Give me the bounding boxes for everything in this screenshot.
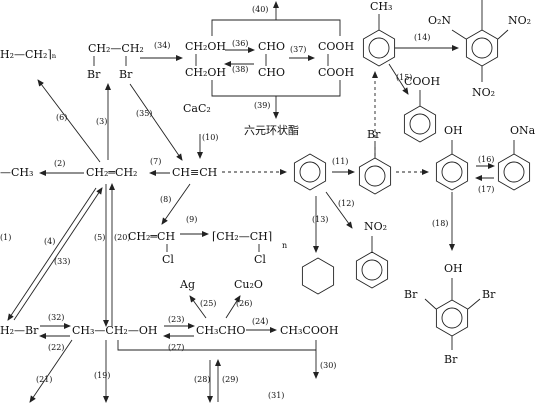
reaction-numbers: (1) (2) (3) (4) (5) (6) (7) (8) (9) (10)… [0,5,494,400]
rxn-36: (36) [232,39,248,48]
tribromophenol-br-left: Br [404,288,418,301]
rxn-3: (3) [96,117,107,126]
vinyl-chloride-cl: Cl [162,253,174,266]
rxn-4: (4) [44,237,55,246]
acetylene: CH≡CH [172,166,217,179]
vinyl-chloride: CH₂═CH [128,230,175,243]
rxn-16: (16) [478,155,494,164]
pvc-cl: Cl [254,253,266,266]
rxn-37: (37) [290,45,306,54]
rxn-9: (9) [186,215,197,224]
rxn-14: (14) [414,33,430,42]
rxn-21: (21) [36,375,52,384]
benzoic-acid-ring [403,105,437,143]
rxn-18: (18) [432,219,448,228]
tribromophenol-ring [435,299,469,337]
rxn-38: (38) [232,65,248,74]
rxn-28: (28) [194,375,210,384]
tbp-br-right-bond [467,298,481,310]
phenol-ring [435,153,469,191]
tnt-no2-bottom: NO₂ [472,86,495,99]
rxn-27: (27) [168,343,184,352]
phenoxide-ring [497,153,531,191]
tnt-ring [465,29,499,67]
ethylene-glycol-top: CH₂OH [185,40,226,53]
rxn-24: (24) [252,317,268,326]
oxalic-acid-bottom: COOH [318,66,354,79]
ethyl-bromide: H₂—Br [0,324,39,337]
rxn-5: (5) [94,233,105,242]
rxn-32: (32) [48,313,64,322]
rxn-34: (34) [154,41,170,50]
rxn-20: (20) [114,233,130,242]
tnt-no2-right-bond [497,29,509,40]
acetic-acid: CH₃COOH [280,324,338,337]
tnt-no2-left: O₂N [428,14,451,27]
rxn-2: (2) [54,159,65,168]
rxn-33: (33) [54,257,70,266]
rxn-40: (40) [252,5,268,14]
rxn-11: (11) [332,157,348,166]
pvc-n: n [282,241,287,250]
phenoxide-ona: ONa [510,124,536,137]
rxn-10: (10) [202,133,218,142]
rxn-22: (22) [48,343,64,352]
tribromophenol-br-right: Br [482,288,496,301]
benzene-ring [293,153,327,191]
bromobenzene-ring [358,157,392,195]
rxn-17: (17) [478,185,494,194]
six-membered-cyclic-ester: 六元环状酯 [244,123,299,137]
rxn-39: (39) [254,101,270,110]
rxn-6: (6) [56,113,67,122]
acetaldehyde: CH₃CHO [196,324,245,337]
bromobenzene-br: Br [367,128,381,141]
tribromophenol-oh: OH [444,262,463,275]
tribromophenol-br-bottom: Br [444,353,458,366]
nitrobenzene-ring [355,251,389,289]
rxn-23: (23) [168,315,184,324]
cyclohexane-ring [301,257,335,295]
calcium-carbide: CaC₂ [183,102,211,115]
glyoxal-top: CHO [258,40,285,53]
rxn-35: (35) [136,109,152,118]
silver: Ag [179,278,195,291]
rxn-7: (7) [150,157,161,166]
arrows [7,1,495,403]
polyethylene-left: H₂—CH₂⌉ₙ [0,48,57,61]
rxn-25: (25) [200,299,216,308]
rxn-12: (12) [338,199,354,208]
tbp-br-left-bond [424,298,437,310]
rxn-19: (19) [94,371,110,380]
rxn-13: (13) [312,215,328,224]
polyvinyl-chloride: ⌈CH₂—CH⌉ [212,230,272,243]
glyoxal-bottom: CHO [258,66,285,79]
rxn-15: (15) [396,73,412,82]
toluene-ring [362,29,396,67]
rxn-26: (26) [236,299,252,308]
rxn-31: (31) [268,391,284,400]
rxn-29: (29) [222,375,238,384]
dibromoethane-br-1: Br [87,68,101,81]
dibromoethane: CH₂—CH₂ [88,42,144,55]
benzoic-cooh: COOH [404,75,440,88]
tnt-no2-left-bond [451,29,467,40]
ethanol: CH₃—CH₂—OH [72,324,157,337]
dibromoethane-br-2: Br [119,68,133,81]
toluene-methyl: CH₃ [370,0,392,13]
nitrobenzene-no2: NO₂ [364,220,387,233]
rxn-30: (30) [320,361,336,370]
ethylene-glycol-bottom: CH₂OH [185,66,226,79]
copper-oxide: Cu₂O [234,278,263,291]
ethane-left: —CH₃ [0,166,33,179]
tnt-no2-right: NO₂ [508,14,531,27]
phenol-oh: OH [444,124,463,137]
rxn-8: (8) [160,195,171,204]
oxalic-acid-top: COOH [318,40,354,53]
ethylene: CH₂═CH₂ [86,166,137,179]
rxn-1: (1) [0,233,11,242]
